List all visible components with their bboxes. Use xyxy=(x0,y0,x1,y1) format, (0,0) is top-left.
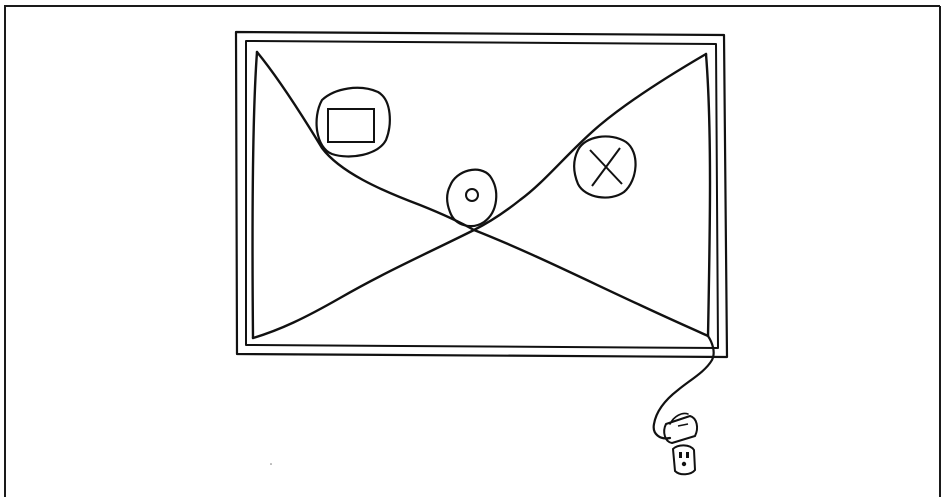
cable-strand-bottom-left xyxy=(253,230,474,338)
power-cord xyxy=(654,336,714,438)
rectangle-symbol-bubble xyxy=(317,88,390,157)
x-symbol xyxy=(590,148,622,186)
cable-strand-left-edge xyxy=(252,52,257,338)
cable-strand-right-edge xyxy=(706,54,710,336)
circle-symbol-bubble xyxy=(447,170,496,226)
outer-frame xyxy=(236,32,727,357)
rectangle-symbol xyxy=(328,109,374,142)
cable-strand-bottom-right xyxy=(474,230,708,336)
cable-strand-top-right xyxy=(474,54,706,230)
inner-frame xyxy=(246,41,718,348)
outlet-icon xyxy=(673,445,695,474)
paper-speck xyxy=(270,463,272,465)
figure-border xyxy=(4,6,940,497)
x-symbol-bubble xyxy=(574,136,635,197)
circle-symbol xyxy=(466,189,478,201)
